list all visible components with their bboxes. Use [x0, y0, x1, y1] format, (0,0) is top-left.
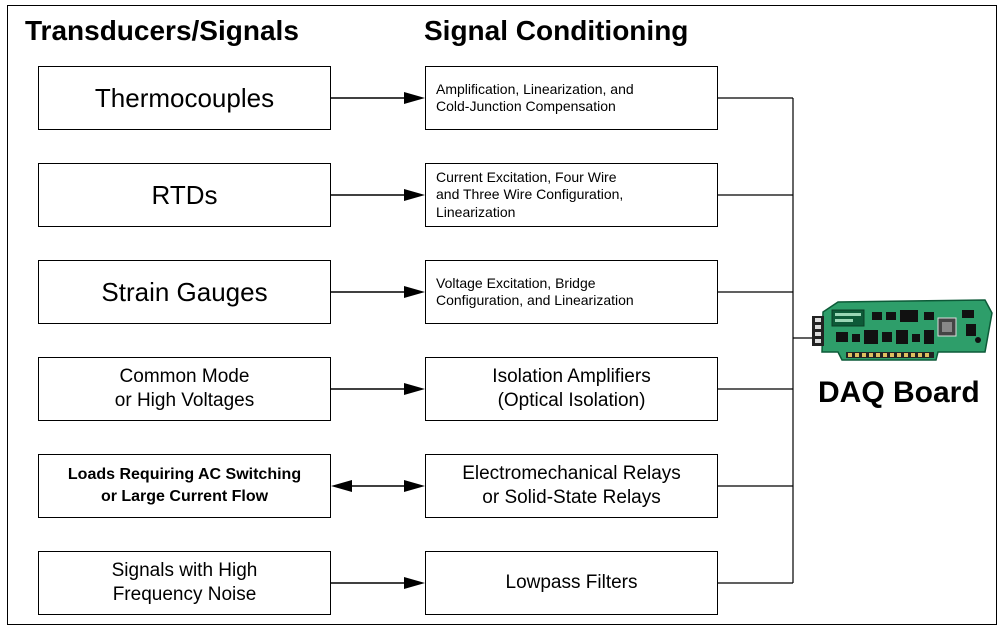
source-box-ac-loads: Loads Requiring AC Switching or Large Cu…: [38, 454, 331, 518]
arrow-relays-bidirectional: [331, 480, 425, 492]
conditioning-label: Lowpass Filters: [505, 572, 638, 594]
conditioning-label: Voltage Excitation, Bridge Configuration…: [436, 274, 634, 309]
arrow-strain-gauges: [331, 286, 425, 298]
source-box-common-mode: Common Mode or High Voltages: [38, 357, 331, 421]
arrow-rtds: [331, 189, 425, 201]
source-label: Strain Gauges: [101, 276, 268, 307]
conditioning-label: Current Excitation, Four Wire and Three …: [436, 168, 624, 220]
source-label: RTDs: [151, 179, 218, 210]
source-label: Common Mode or High Voltages: [114, 366, 255, 411]
source-label: Signals with High Frequency Noise: [111, 560, 258, 605]
conditioning-box-thermocouples: Amplification, Linearization, and Cold-J…: [425, 66, 718, 130]
bus-lines: [718, 97, 815, 584]
conditioning-box-isolation: Isolation Amplifiers (Optical Isolation): [425, 357, 718, 421]
source-box-rtds: RTDs: [38, 163, 331, 227]
source-box-strain-gauges: Strain Gauges: [38, 260, 331, 324]
conditioning-label: Electromechanical Relays or Solid-State …: [462, 463, 681, 508]
conditioning-box-strain-gauges: Voltage Excitation, Bridge Configuration…: [425, 260, 718, 324]
source-box-thermocouples: Thermocouples: [38, 66, 331, 130]
conditioning-box-rtds: Current Excitation, Four Wire and Three …: [425, 163, 718, 227]
daq-board-label: DAQ Board: [818, 376, 980, 409]
conditioning-box-lowpass: Lowpass Filters: [425, 551, 718, 615]
source-box-hf-noise: Signals with High Frequency Noise: [38, 551, 331, 615]
conditioning-label: Isolation Amplifiers (Optical Isolation): [492, 366, 651, 411]
arrow-thermocouples: [331, 92, 425, 104]
conditioning-box-relays: Electromechanical Relays or Solid-State …: [425, 454, 718, 518]
conditioning-label: Amplification, Linearization, and Cold-J…: [436, 80, 634, 115]
daq-board-icon: [812, 299, 993, 361]
transducers-heading: Transducers/Signals: [25, 15, 299, 46]
source-label: Thermocouples: [94, 82, 275, 113]
conditioning-heading: Signal Conditioning: [424, 15, 689, 46]
arrow-hf-noise: [331, 577, 425, 589]
arrow-common-mode: [331, 383, 425, 395]
source-label: Loads Requiring AC Switching or Large Cu…: [67, 466, 302, 505]
